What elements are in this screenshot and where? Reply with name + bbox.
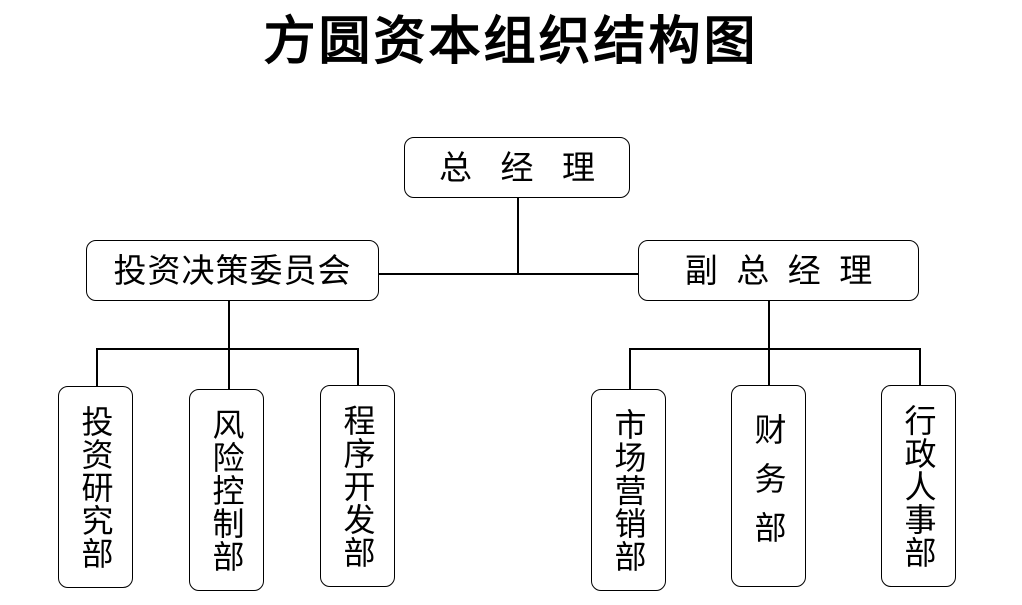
connector-right-drop-1	[629, 348, 631, 390]
node-administration-hr-label: 行政人事部	[899, 403, 938, 569]
connector-left-drop-1	[96, 348, 98, 388]
node-finance-label: 财务部	[749, 412, 788, 560]
node-deputy-general-manager: 副 总 经 理	[638, 240, 919, 301]
node-general-manager: 总 经 理	[404, 137, 630, 198]
node-finance: 财务部	[731, 385, 806, 587]
connector-right-drop-3	[919, 348, 921, 386]
connector-committee-down	[228, 300, 230, 348]
connector-level2-horizontal	[379, 273, 640, 275]
node-investment-research-label: 投资研究部	[76, 404, 115, 570]
node-administration-hr: 行政人事部	[881, 385, 956, 587]
connector-deputy-down	[768, 300, 770, 348]
chart-title: 方圆资本组织结构图	[263, 11, 759, 72]
node-risk-control: 风险控制部	[189, 389, 264, 591]
connector-gm-down	[517, 197, 519, 273]
connector-left-drop-2	[228, 348, 230, 390]
connector-left-horizontal	[96, 348, 358, 350]
node-general-manager-label: 总 经 理	[439, 148, 595, 187]
node-marketing-label: 市场营销部	[609, 407, 648, 573]
node-deputy-general-manager-label: 副 总 经 理	[684, 251, 873, 290]
connector-left-drop-3	[357, 348, 359, 386]
connector-right-horizontal	[629, 348, 920, 350]
node-investment-committee: 投资决策委员会	[86, 240, 379, 301]
connector-right-drop-2	[768, 348, 770, 386]
node-program-development-label: 程序开发部	[338, 403, 377, 569]
node-investment-research: 投资研究部	[58, 386, 133, 588]
node-marketing: 市场营销部	[591, 389, 666, 591]
node-program-development: 程序开发部	[320, 385, 395, 587]
node-investment-committee-label: 投资决策委员会	[113, 251, 352, 290]
node-risk-control-label: 风险控制部	[207, 407, 246, 573]
